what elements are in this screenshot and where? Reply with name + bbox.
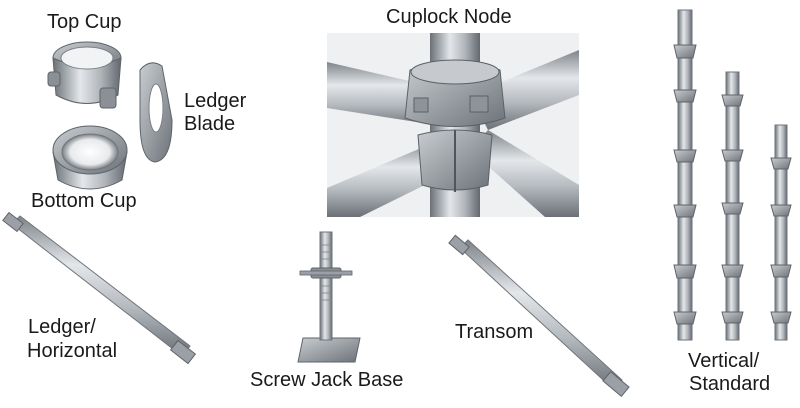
vertical-standard-label-line1: Vertical/ xyxy=(688,350,760,372)
bottom-cup-label: Bottom Cup xyxy=(31,190,137,212)
screw-jack-base-part xyxy=(297,231,361,363)
ledger-blade-label-line1: Ledger xyxy=(184,90,247,112)
ledger-blade-label-line2: Blade xyxy=(184,113,236,135)
vertical-standard-part xyxy=(673,9,792,341)
transom-part xyxy=(448,234,630,398)
ledger-horizontal-label-line1: Ledger/ xyxy=(28,316,96,338)
cuplock-node-label: Cuplock Node xyxy=(386,6,512,28)
bottom-cup-part xyxy=(52,125,128,190)
ledger-blade-part xyxy=(139,62,173,163)
transom-label: Transom xyxy=(455,321,534,343)
ledger-horizontal-label-line2: Horizontal xyxy=(27,340,118,362)
vertical-standard-label-line2: Standard xyxy=(689,373,771,395)
top-cup-part xyxy=(47,41,122,109)
top-cup-label: Top Cup xyxy=(47,11,122,33)
ledger-horizontal-part xyxy=(2,211,197,365)
cuplock-node-part xyxy=(327,33,579,217)
screw-jack-base-label: Screw Jack Base xyxy=(250,369,404,391)
